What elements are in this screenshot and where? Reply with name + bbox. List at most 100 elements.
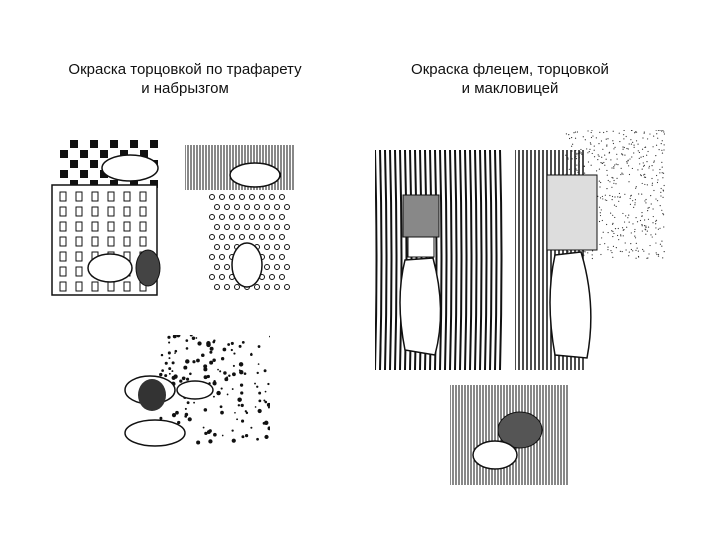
texture-mark: [614, 164, 616, 166]
texture-mark: [279, 214, 285, 220]
texture-mark: [202, 426, 205, 429]
texture-mark: [245, 411, 249, 415]
texture-mark: [284, 284, 290, 290]
texture-mark: [622, 148, 624, 150]
texture-mark: [659, 130, 661, 131]
texture-mark: [598, 168, 601, 170]
texture-mark: [174, 352, 176, 354]
texture-mark: [176, 335, 181, 338]
texture-mark: [643, 164, 646, 166]
texture-mark: [91, 236, 99, 247]
texture-mark: [646, 184, 648, 186]
texture-mark: [641, 224, 643, 226]
texture-mark: [234, 411, 236, 414]
texture-mark: [629, 203, 632, 206]
texture-mark: [622, 235, 624, 237]
texture-mark: [70, 140, 78, 148]
texture-mark: [661, 149, 663, 151]
texture-mark: [638, 157, 640, 159]
texture-mark: [652, 169, 654, 171]
texture-mark: [269, 254, 275, 260]
texture-mark: [264, 244, 270, 250]
texture-mark: [209, 274, 215, 280]
texture-mark: [635, 131, 638, 133]
texture-mark: [160, 353, 164, 357]
texture-mark: [578, 162, 580, 165]
texture-mark: [59, 206, 67, 217]
texture-mark: [240, 403, 244, 408]
texture-mark: [614, 146, 616, 148]
texture-mark: [259, 234, 265, 240]
texture-mark: [630, 232, 632, 234]
texture-mark: [657, 130, 660, 131]
texture-mark: [591, 257, 593, 260]
texture-mark: [635, 187, 637, 189]
texture-mark: [219, 370, 222, 373]
texture-mark: [171, 370, 174, 373]
texture-mark: [479, 150, 483, 370]
texture-mark: [172, 335, 177, 339]
texture-mark: [568, 134, 570, 136]
texture-mark: [229, 214, 235, 220]
texture-mark: [237, 404, 241, 407]
texture-mark: [219, 194, 225, 200]
texture-mark: [209, 350, 213, 354]
texture-mark: [610, 212, 612, 214]
texture-mark: [264, 400, 268, 404]
texture-mark: [623, 229, 625, 231]
texture-mark: [635, 140, 638, 142]
texture-mark: [204, 431, 208, 436]
texture-mark: [659, 227, 661, 229]
texture-mark: [612, 245, 615, 247]
texture-mark: [568, 168, 570, 170]
texture-mark: [59, 281, 67, 292]
texture-mark: [614, 196, 616, 198]
texture-mark: [590, 131, 592, 134]
texture-mark: [279, 194, 285, 200]
stipple-brush-illustration: [515, 130, 665, 370]
texture-mark: [611, 230, 613, 232]
texture-mark: [209, 214, 215, 220]
texture-mark: [662, 130, 664, 132]
texture-mark: [582, 136, 584, 138]
texture-mark: [647, 207, 649, 209]
texture-mark: [636, 247, 638, 249]
texture-mark: [623, 221, 626, 223]
texture-mark: [612, 235, 614, 238]
texture-mark: [250, 426, 253, 429]
texture-mark: [220, 387, 223, 390]
texture-mark: [661, 172, 663, 174]
texture-mark: [75, 281, 83, 292]
texture-mark: [627, 148, 629, 150]
texture-mark: [618, 239, 620, 241]
texture-mark: [607, 246, 609, 248]
texture-mark: [659, 168, 661, 171]
texture-mark: [652, 215, 654, 218]
texture-mark: [167, 351, 171, 355]
texture-mark: [254, 204, 260, 210]
texture-mark: [168, 372, 171, 375]
texture-mark: [232, 372, 236, 377]
texture-mark: [580, 148, 582, 151]
texture-mark: [640, 175, 642, 177]
texture-mark: [576, 154, 578, 156]
texture-mark: [591, 130, 593, 131]
texture-mark: [598, 180, 600, 182]
texture-mark: [643, 219, 646, 221]
texture-mark: [632, 250, 634, 252]
texture-mark: [196, 440, 201, 445]
texture-mark: [571, 150, 573, 152]
texture-mark: [612, 230, 614, 233]
texture-mark: [219, 405, 223, 409]
texture-mark: [239, 383, 244, 387]
texture-mark: [599, 214, 602, 217]
texture-mark: [75, 251, 83, 262]
texture-mark: [576, 169, 578, 171]
texture-mark: [635, 257, 637, 259]
texture-mark: [244, 224, 250, 230]
texture-mark: [634, 131, 637, 133]
texture-mark: [606, 188, 608, 190]
texture-mark: [575, 168, 577, 170]
texture-mark: [75, 236, 83, 247]
texture-mark: [279, 234, 285, 240]
